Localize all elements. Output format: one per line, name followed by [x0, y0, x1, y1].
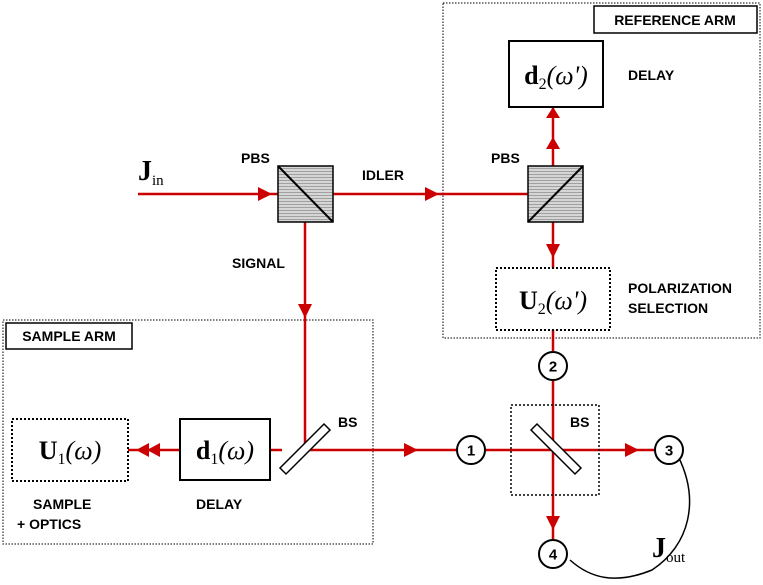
- svg-text:3: 3: [665, 443, 673, 460]
- signal-label: SIGNAL: [232, 255, 285, 271]
- bs-right-label: BS: [570, 414, 589, 430]
- optics-label: + OPTICS: [17, 516, 81, 532]
- pbs-right-label: PBS: [491, 150, 520, 166]
- jin-label: Jin: [138, 156, 164, 189]
- u1-box: [11, 418, 129, 482]
- u2-label: U2(ω'): [519, 286, 587, 318]
- reference-arm-label: REFERENCE ARM: [614, 12, 736, 28]
- pbs-left-cube: [277, 165, 334, 223]
- selection-label: SELECTION: [628, 300, 708, 316]
- sample-arm-tag: [5, 322, 133, 350]
- svg-text:2: 2: [549, 359, 557, 376]
- port-1: 1: [456, 435, 486, 465]
- d2-box: [508, 40, 604, 108]
- bs-left-plate: [278, 422, 332, 476]
- delay-bottom-label: DELAY: [196, 496, 243, 512]
- d1-label: d1(ω): [196, 436, 254, 468]
- delay-top-label: DELAY: [628, 67, 675, 83]
- svg-text:4: 4: [549, 547, 558, 564]
- polarization-label: POLARIZATION: [628, 280, 732, 296]
- port-4: 4: [538, 539, 568, 569]
- beam-arrowheads: [136, 107, 639, 530]
- u2-box: [495, 267, 611, 331]
- port-2: 2: [538, 351, 568, 381]
- d1-box: [179, 418, 271, 481]
- svg-text:1: 1: [467, 443, 475, 460]
- output-curve: [569, 455, 691, 579]
- sample-label: SAMPLE: [33, 496, 91, 512]
- bs-right-plate: [529, 422, 583, 476]
- port-3: 3: [654, 435, 684, 465]
- bs-right-box: [510, 404, 600, 496]
- bs-left-label: BS: [338, 414, 357, 430]
- reference-arm-frame: [442, 2, 761, 339]
- pbs-left-label: PBS: [241, 150, 270, 166]
- idler-label: IDLER: [362, 167, 404, 183]
- d2-label: d2(ω'): [524, 61, 588, 93]
- sample-arm-label: SAMPLE ARM: [22, 328, 116, 344]
- u1-label: U1(ω): [39, 436, 101, 468]
- pbs-right-cube: [527, 165, 584, 223]
- reference-arm-tag: [593, 5, 758, 34]
